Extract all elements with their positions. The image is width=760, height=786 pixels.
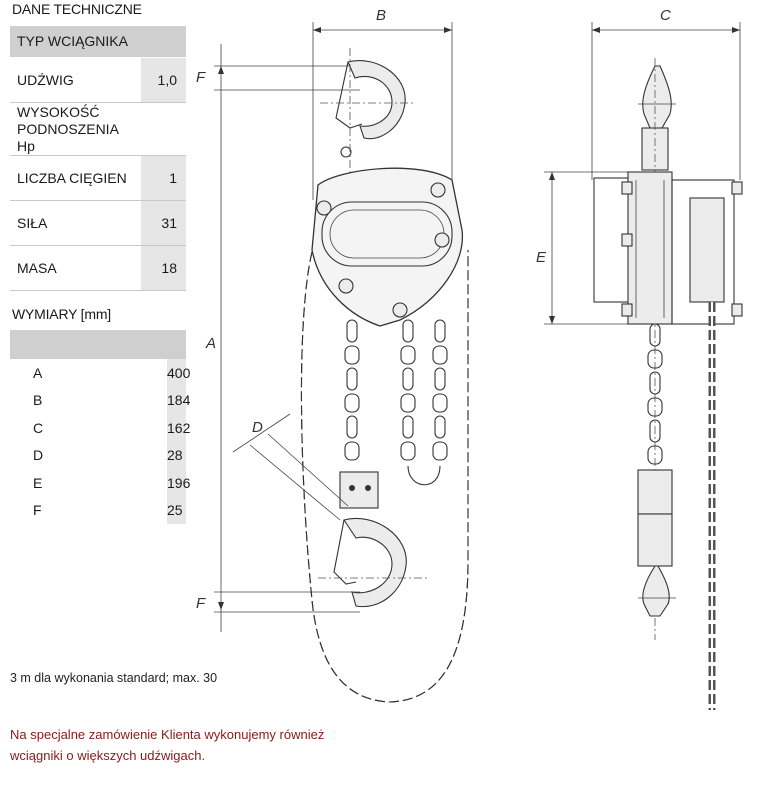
- dim-value: 25: [167, 496, 186, 524]
- lower-block-side-lower: [637, 513, 673, 567]
- dims-header-value: [167, 330, 186, 359]
- dims-header-key: [10, 330, 167, 359]
- load-chain: [344, 319, 360, 461]
- bottom-hook: [343, 518, 407, 608]
- slack-chain-loop: [400, 319, 448, 486]
- lift-height-label-line2: PODNOSZENIA Hp: [17, 120, 119, 154]
- dimension-a-label: A: [205, 335, 216, 352]
- dimension-f-bottom-label: F: [196, 595, 206, 612]
- hand-wheel-cover: [689, 197, 725, 303]
- table-row: WYSOKOŚĆ PODNOSZENIA Hp: [10, 102, 186, 156]
- nut-icon: [621, 303, 633, 317]
- lift-height-footnote: 3 m dla wykonania standard; max. 30: [10, 671, 218, 685]
- dim-key: A: [33, 364, 43, 381]
- hand-chain-loop-inner: [300, 250, 469, 703]
- table-row: SIŁA 31: [10, 200, 186, 246]
- dimensions-title: WYMIARY [mm]: [12, 306, 111, 322]
- arrow-icon: [549, 172, 555, 180]
- bottom-hook-side: [642, 565, 670, 617]
- arrow-icon: [218, 66, 224, 74]
- dim-value: 28: [167, 441, 186, 469]
- lower-block-side: [637, 469, 673, 515]
- top-hook-side: [642, 65, 672, 129]
- arrow-icon: [549, 316, 555, 324]
- arrow-icon: [732, 27, 740, 33]
- housing-nameplate: [321, 201, 453, 267]
- load-chain-side: [647, 323, 663, 465]
- dim-key: D: [33, 447, 44, 464]
- technical-data-table: TYP WCIĄGNIKA UDŹWIG 1,0 WYSOKOŚĆ PODNOS…: [10, 26, 186, 291]
- dim-value: 162: [167, 414, 190, 442]
- force-value: 31: [141, 200, 186, 246]
- table-row: B 184: [10, 386, 190, 414]
- mass-value: 18: [141, 245, 186, 291]
- arrow-icon: [592, 27, 600, 33]
- bolt-icon: [365, 485, 371, 491]
- dim-key: C: [33, 419, 44, 436]
- dimension-d-line: [232, 413, 291, 453]
- bolt-icon: [430, 182, 446, 198]
- hook-pin-icon: [340, 146, 352, 158]
- capacity-value: 1,0: [141, 57, 186, 103]
- special-order-note-line2: wciągniki o większych udźwigach.: [10, 748, 206, 763]
- lift-height-label-line1: WYSOKOŚĆ: [17, 103, 100, 120]
- top-hook-latch: [335, 61, 363, 129]
- table-header-row: TYP WCIĄGNIKA: [10, 26, 186, 58]
- table-row: A 400: [10, 359, 190, 387]
- table-row: MASA 18: [10, 245, 186, 291]
- chain-falls-label: LICZBA CIĘGIEN: [10, 155, 141, 201]
- housing-side-center: [627, 171, 673, 325]
- dimensions-table: A 400 B 184 C 162 D 28 E 196 F 25: [10, 330, 190, 524]
- dim-key: B: [33, 392, 43, 409]
- table-row: E 196: [10, 469, 190, 497]
- bolt-icon: [434, 232, 450, 248]
- nut-icon: [621, 181, 633, 195]
- dimension-c-label: C: [660, 7, 671, 24]
- table-row: F 25: [10, 496, 186, 524]
- front-view: B A F F: [196, 7, 469, 703]
- dim-value: 400: [167, 359, 190, 387]
- extension-line: [249, 444, 341, 521]
- housing-side-right: [671, 179, 735, 325]
- chain-falls-value: 1: [141, 155, 186, 201]
- bolt-icon: [392, 302, 408, 318]
- extension-line: [267, 433, 349, 507]
- special-order-note-line1: Na specjalne zamówienie Klienta wykonuje…: [10, 727, 325, 742]
- arrow-icon: [218, 602, 224, 610]
- dimension-e-label: E: [536, 249, 547, 266]
- arrow-icon: [444, 27, 452, 33]
- nut-icon: [731, 303, 743, 317]
- arrow-icon: [313, 27, 321, 33]
- capacity-label: UDŹWIG: [10, 57, 141, 103]
- nut-icon: [621, 233, 633, 247]
- dimension-d-label: D: [252, 419, 263, 436]
- dim-value: 184: [167, 386, 190, 414]
- dim-value: 196: [167, 469, 190, 497]
- force-label: SIŁA: [10, 200, 141, 246]
- nut-icon: [731, 181, 743, 195]
- bolt-icon: [338, 278, 354, 294]
- bolt-icon: [349, 485, 355, 491]
- hoist-type-value: [141, 26, 186, 58]
- table-header-row: [10, 330, 186, 359]
- table-row: D 28: [10, 441, 186, 469]
- lift-height-value: [141, 102, 186, 156]
- dim-key: E: [33, 474, 43, 491]
- technical-data-title: DANE TECHNICZNE: [12, 1, 142, 17]
- dimension-b-label: B: [376, 7, 386, 24]
- side-view: C E: [536, 7, 743, 710]
- top-hook: [347, 60, 406, 140]
- dimension-f-top-label: F: [196, 69, 206, 86]
- mass-label: MASA: [10, 245, 141, 291]
- lift-height-label: WYSOKOŚĆ PODNOSZENIA Hp: [10, 102, 141, 156]
- bolt-icon: [316, 200, 332, 216]
- table-row: LICZBA CIĘGIEN 1: [10, 155, 186, 201]
- dim-key: F: [33, 502, 42, 519]
- table-row: C 162: [10, 414, 190, 442]
- lower-block: [339, 471, 379, 509]
- table-row: UDŹWIG 1,0: [10, 57, 186, 103]
- hoist-type-label: TYP WCIĄGNIKA: [10, 26, 141, 58]
